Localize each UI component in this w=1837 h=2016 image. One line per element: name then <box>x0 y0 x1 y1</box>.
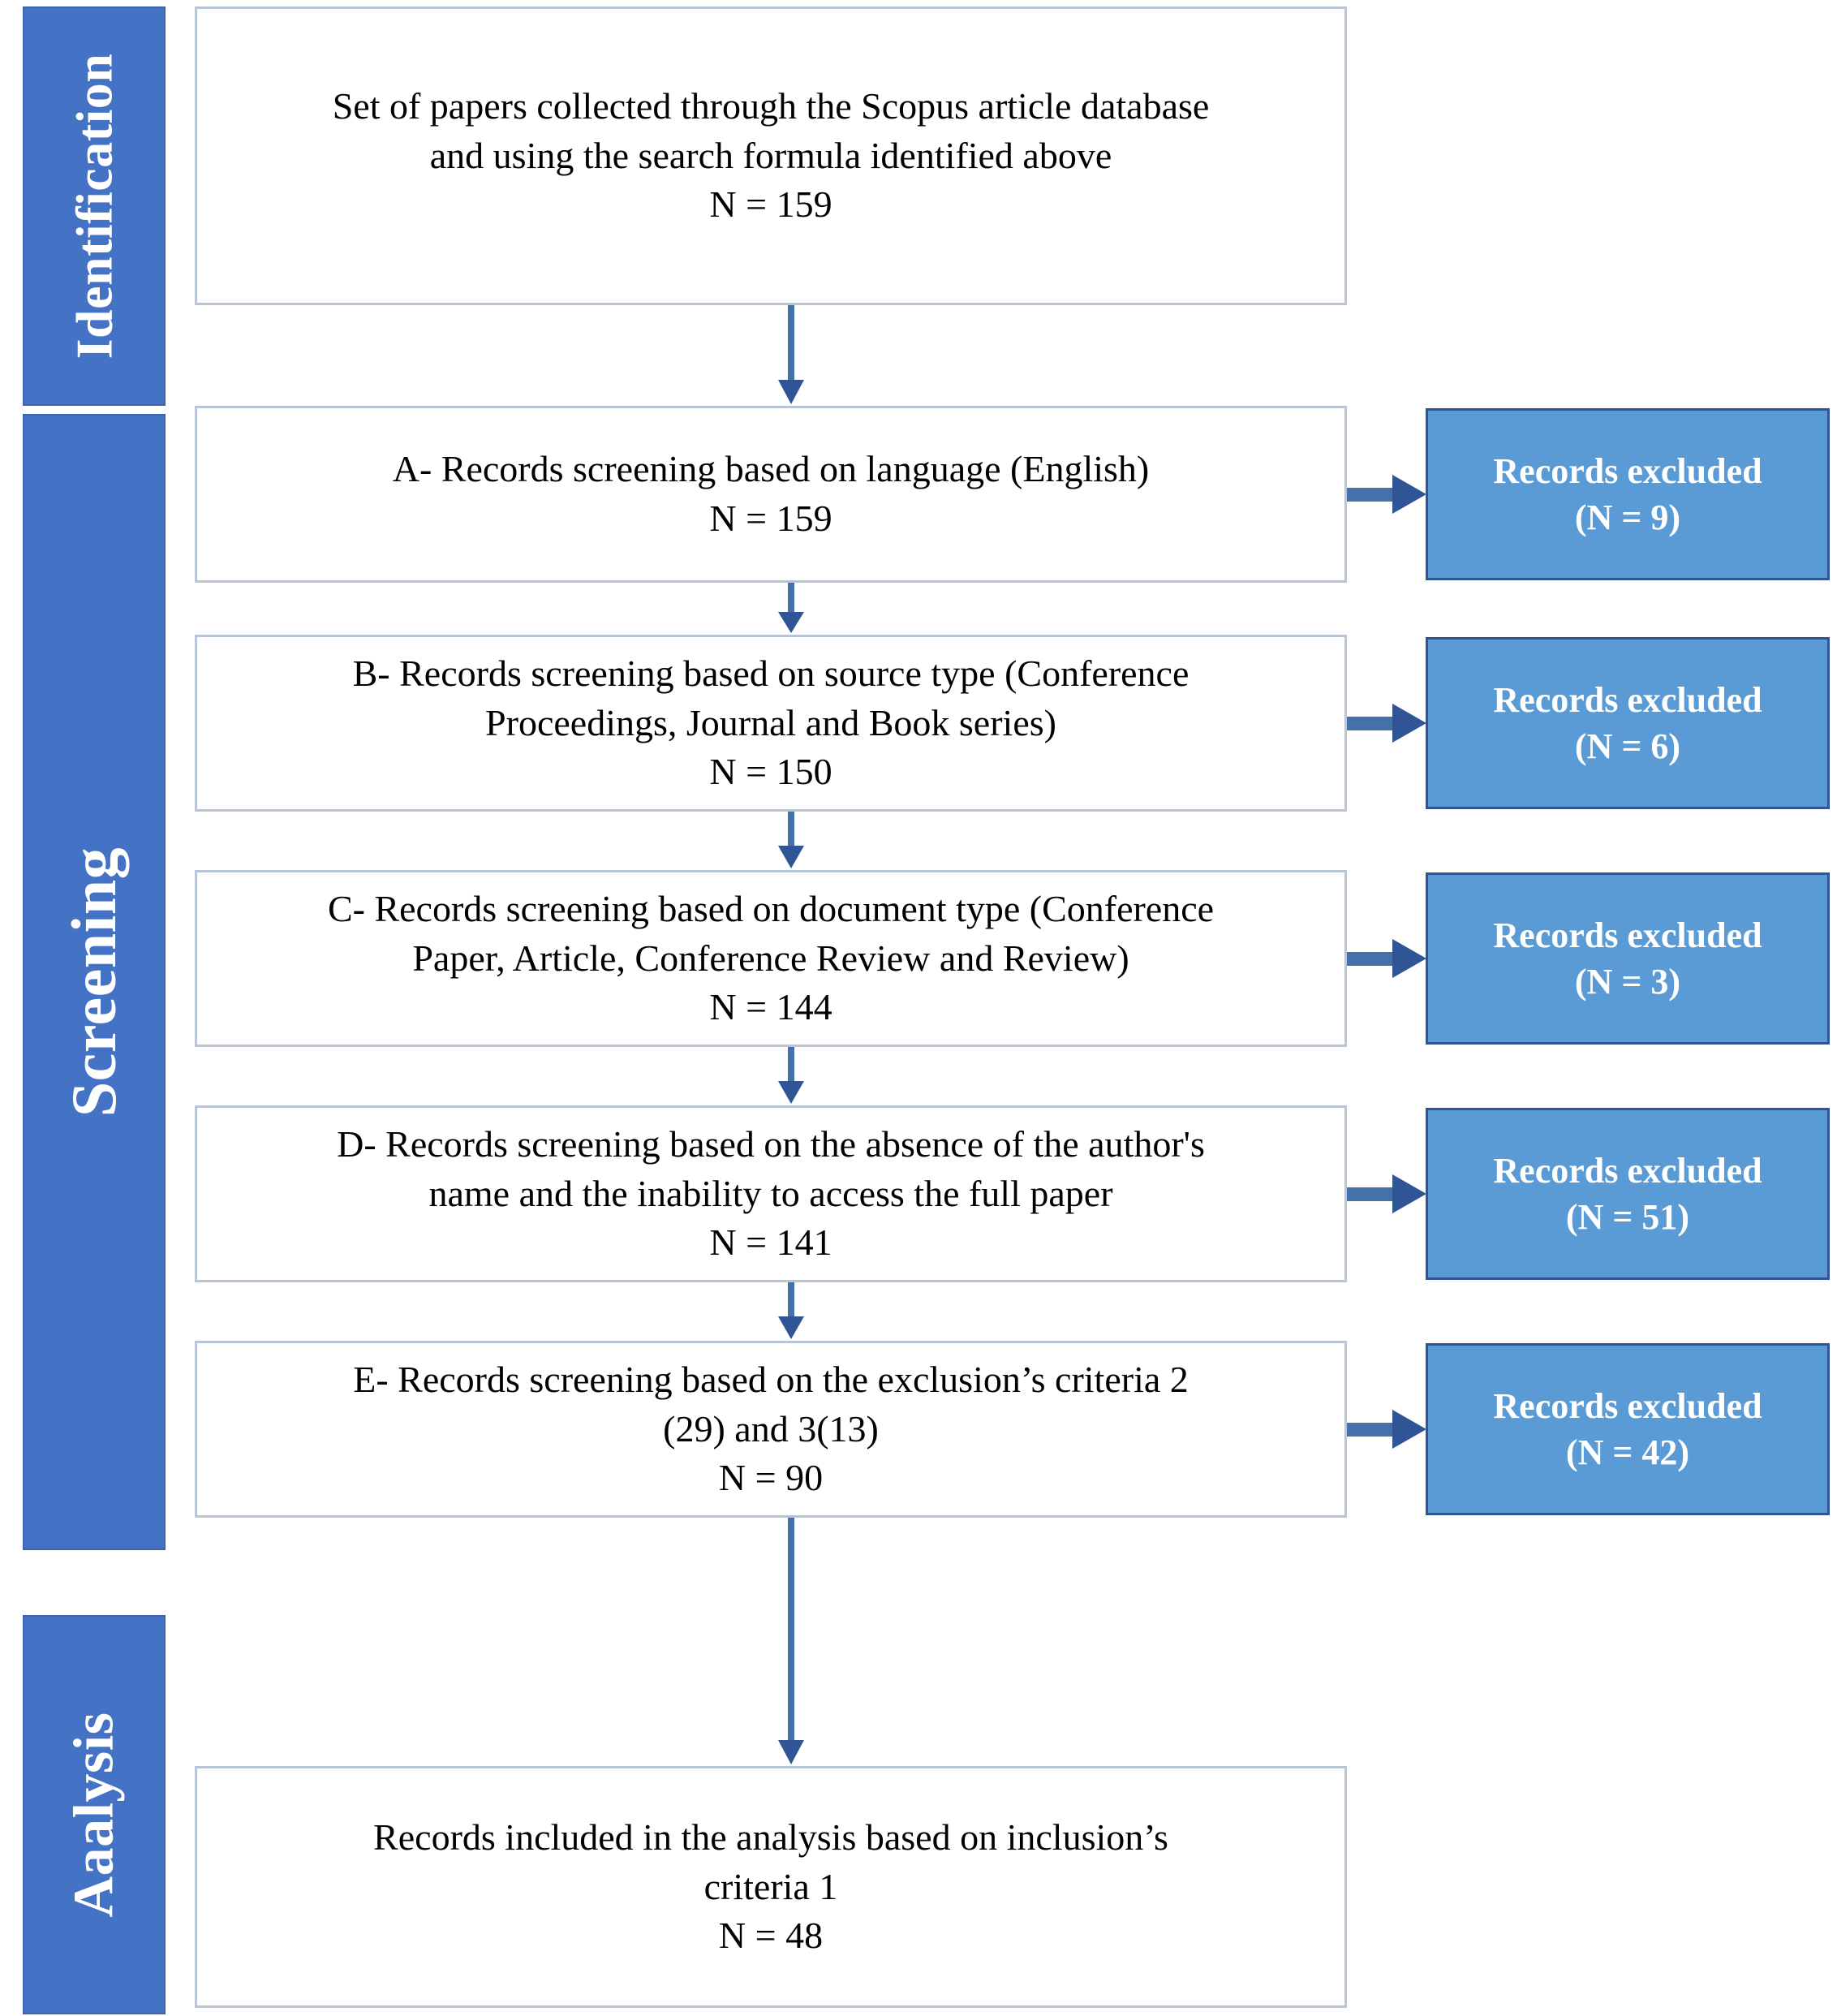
arrow-down-a-to-b <box>773 583 809 635</box>
flow-box-screening-e-exclusion-criteria: E- Records screening based on the exclus… <box>195 1341 1347 1518</box>
flow-box-screening-a-language: A- Records screening based on language (… <box>195 406 1347 583</box>
excluded-box-d: Records excluded (N = 51) <box>1426 1108 1830 1280</box>
excluded-box-title: Records excluded <box>1493 915 1762 955</box>
flow-box-line: A- Records screening based on language (… <box>392 448 1150 490</box>
flow-box-count: N = 150 <box>709 751 832 793</box>
stage-label-analysis: Aaalysis <box>62 1712 125 1918</box>
arrow-right-to-excluded-d <box>1347 1170 1428 1218</box>
arrow-down-identification-to-a <box>773 305 809 406</box>
flow-box-line: Set of papers collected through the Scop… <box>332 84 1210 127</box>
flow-box-count: N = 141 <box>709 1221 832 1264</box>
excluded-box-b: Records excluded (N = 6) <box>1426 637 1830 809</box>
arrow-down-d-to-e <box>773 1282 809 1341</box>
excluded-box-title: Records excluded <box>1493 679 1762 720</box>
flow-box-count: N = 159 <box>709 498 832 539</box>
excluded-box-title: Records excluded <box>1493 1150 1762 1191</box>
stage-label-screening: Screening <box>58 846 130 1118</box>
flow-box-screening-b-source-type: B- Records screening based on source typ… <box>195 635 1347 812</box>
flow-box-count: N = 48 <box>718 1915 824 1957</box>
flow-box-line: and using the search formula identified … <box>429 134 1112 176</box>
stage-bar-analysis: Aaalysis <box>23 1615 166 2014</box>
excluded-box-count: (N = 51) <box>1565 1197 1690 1237</box>
flow-box-line: Records included in the analysis based o… <box>373 1816 1168 1858</box>
flow-box-line: C- Records screening based on document t… <box>327 887 1215 929</box>
arrow-down-c-to-d <box>773 1047 809 1105</box>
flow-box-screening-d-author-access: D- Records screening based on the absenc… <box>195 1105 1347 1282</box>
flow-box-count: N = 90 <box>718 1457 824 1499</box>
excluded-box-count: (N = 6) <box>1574 726 1681 766</box>
excluded-box-count: (N = 9) <box>1574 498 1681 537</box>
flow-box-count: N = 144 <box>709 986 832 1028</box>
flow-box-line: Paper, Article, Conference Review and Re… <box>412 937 1129 979</box>
flow-box-screening-c-document-type: C- Records screening based on document t… <box>195 870 1347 1047</box>
stage-bar-identification: Identification <box>23 6 166 406</box>
excluded-box-count: (N = 42) <box>1565 1432 1690 1472</box>
arrow-down-e-to-analysis <box>773 1518 809 1766</box>
stage-label-identification: Identification <box>65 53 123 360</box>
arrow-right-to-excluded-e <box>1347 1405 1428 1454</box>
excluded-box-title: Records excluded <box>1493 1385 1762 1426</box>
excluded-box-e: Records excluded (N = 42) <box>1426 1343 1830 1515</box>
flow-box-line: D- Records screening based on the absenc… <box>337 1122 1205 1165</box>
flow-box-line: Proceedings, Journal and Book series) <box>485 701 1056 743</box>
excluded-box-title: Records excluded <box>1493 450 1762 491</box>
flow-box-line: E- Records screening based on the exclus… <box>353 1358 1189 1400</box>
arrow-right-to-excluded-a <box>1347 470 1428 519</box>
flow-box-line: name and the inability to access the ful… <box>428 1172 1113 1214</box>
arrow-right-to-excluded-b <box>1347 699 1428 747</box>
flow-box-analysis-included: Records included in the analysis based o… <box>195 1766 1347 2008</box>
flow-box-identification-source: Set of papers collected through the Scop… <box>195 6 1347 305</box>
excluded-box-a: Records excluded (N = 9) <box>1426 408 1830 580</box>
flow-box-line: B- Records screening based on source typ… <box>352 652 1190 694</box>
flow-box-count: N = 159 <box>709 183 832 226</box>
flow-box-line: criteria 1 <box>703 1865 838 1907</box>
excluded-box-count: (N = 3) <box>1574 962 1681 1002</box>
excluded-box-c: Records excluded (N = 3) <box>1426 872 1830 1045</box>
arrow-right-to-excluded-c <box>1347 934 1428 983</box>
flow-box-line: (29) and 3(13) <box>663 1407 879 1450</box>
stage-bar-screening: Screening <box>23 414 166 1550</box>
arrow-down-b-to-c <box>773 812 809 870</box>
